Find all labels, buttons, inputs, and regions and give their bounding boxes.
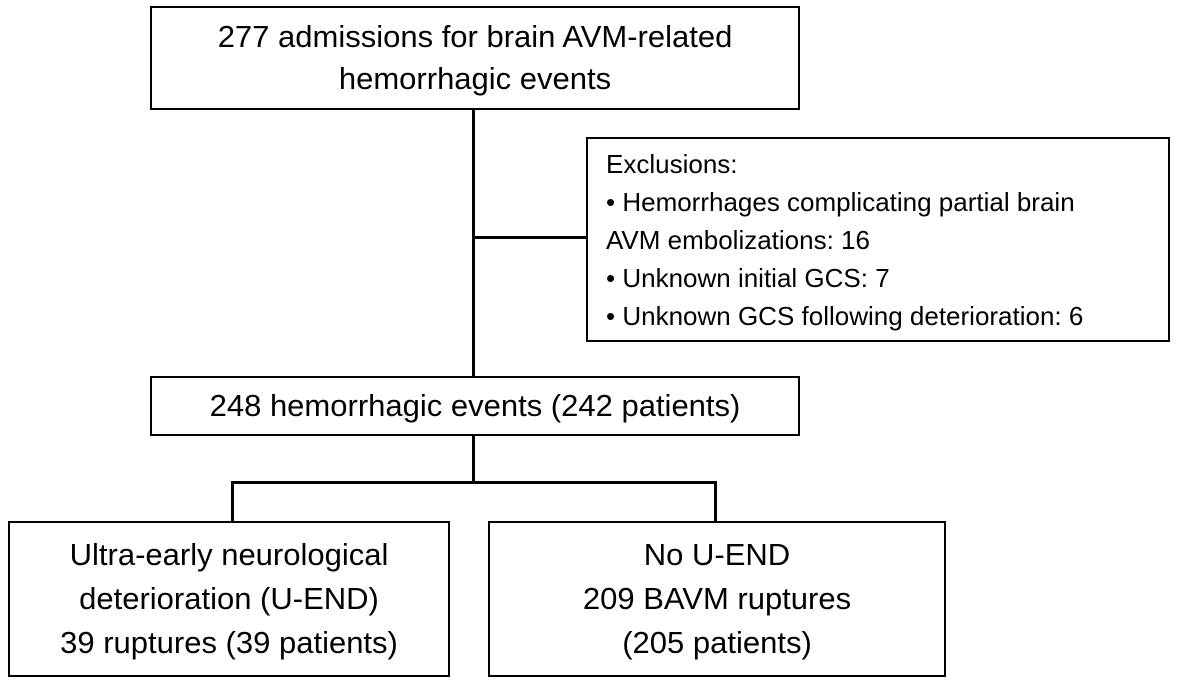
no-u-end-box: No U-END 209 BAVM ruptures (205 patients… — [488, 521, 946, 677]
connector-split — [231, 481, 717, 484]
connector-middle-down — [472, 436, 475, 483]
exclusion-item-unknown-gcs-deterioration: • Unknown GCS following deterioration: 6 — [606, 300, 1084, 331]
u-end-box: Ultra-early neurological deterioration (… — [8, 521, 450, 677]
hemorrhagic-events-box: 248 hemorrhagic events (242 patients) — [150, 376, 800, 436]
connector-to-right-box — [714, 481, 717, 521]
hemorrhagic-events-line: 248 hemorrhagic events (242 patients) — [209, 388, 741, 423]
no-u-end-line-2: 209 BAVM ruptures — [582, 581, 852, 616]
admissions-line-2: hemorrhagic events — [338, 61, 612, 96]
connector-to-exclusions — [472, 236, 586, 239]
u-end-line-2: deterioration (U-END) — [79, 581, 379, 616]
admissions-box: 277 admissions for brain AVM-related hem… — [150, 6, 800, 110]
u-end-line-3: 39 ruptures (39 patients) — [60, 625, 398, 660]
exclusions-box: Exclusions: • Hemorrhages complicating p… — [586, 137, 1170, 342]
exclusions-heading: Exclusions: — [606, 148, 738, 179]
connector-to-left-box — [231, 481, 234, 521]
admissions-line-1: 277 admissions for brain AVM-related — [217, 19, 733, 54]
u-end-line-1: Ultra-early neurological — [69, 537, 389, 572]
no-u-end-line-1: No U-END — [643, 537, 791, 572]
exclusion-item-embolizations-count: AVM embolizations: 16 — [606, 224, 870, 255]
connector-top-to-middle — [472, 110, 475, 376]
exclusion-item-unknown-initial-gcs: • Unknown initial GCS: 7 — [606, 262, 890, 293]
no-u-end-line-3: (205 patients) — [622, 625, 812, 660]
exclusion-item-embolizations: • Hemorrhages complicating partial brain — [606, 186, 1075, 217]
